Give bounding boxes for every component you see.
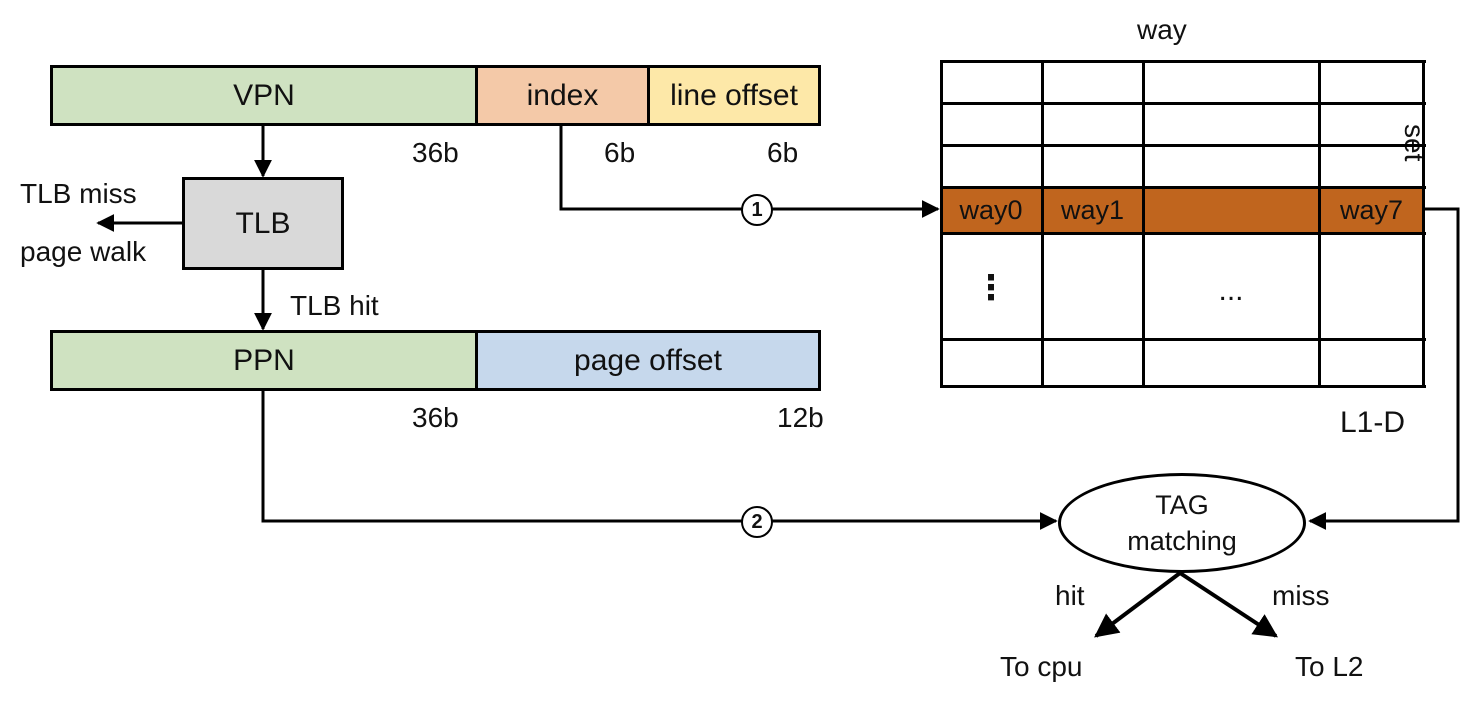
tlb-box: TLB	[182, 177, 344, 270]
ppn-field: PPN	[50, 330, 478, 391]
ppn-label: PPN	[233, 343, 295, 377]
vertical-ellipsis: ⋮	[974, 269, 1008, 307]
index-field: index	[475, 65, 650, 126]
selected-set-row	[940, 187, 1424, 233]
tag-line1: TAG	[1155, 490, 1209, 520]
page-walk-label: page walk	[20, 236, 147, 267]
hit-arrow	[1094, 571, 1182, 638]
index-to-cache-arrow	[559, 124, 940, 218]
to-l2-label: To L2	[1295, 651, 1364, 682]
line-offset-bits: 6b	[767, 137, 799, 168]
tag-matching-node: TAG matching	[1058, 473, 1306, 573]
line-offset-field: line offset	[647, 65, 821, 126]
vpn-label: VPN	[233, 78, 295, 112]
index-bits: 6b	[604, 137, 636, 168]
index-label: index	[526, 78, 599, 112]
miss-label: miss	[1272, 580, 1330, 611]
way0-cell: way0	[959, 194, 1023, 225]
line-offset-label: line offset	[670, 78, 798, 112]
step-2-marker: 2	[741, 506, 773, 538]
vpn-field: VPN	[50, 65, 478, 126]
cache-grid: way0 way1 way7 ⋮ ...	[940, 60, 1426, 388]
step-1-marker: 1	[741, 194, 773, 226]
way1-cell: way1	[1060, 194, 1125, 225]
horizontal-ellipsis: ...	[1218, 274, 1244, 307]
cache-name: L1-D	[1340, 406, 1406, 439]
tlb-miss-label: TLB miss	[20, 178, 137, 209]
tlb-label: TLB	[235, 206, 291, 240]
way-header: way	[1137, 14, 1187, 45]
cache-to-tag-arrow	[1308, 207, 1460, 530]
tlb-hit-label: TLB hit	[290, 290, 379, 321]
page-offset-bits: 12b	[777, 402, 824, 433]
hit-label: hit	[1055, 580, 1085, 611]
page-offset-field: page offset	[475, 330, 821, 391]
way7-cell: way7	[1339, 194, 1404, 225]
ppn-bits: 36b	[412, 402, 459, 433]
miss-arrow	[1178, 571, 1279, 638]
ppn-to-tag-arrow	[261, 389, 1058, 530]
tag-line2: matching	[1127, 526, 1237, 556]
vpn-bits: 36b	[412, 137, 459, 168]
to-cpu-label: To cpu	[1000, 651, 1083, 682]
page-offset-label: page offset	[574, 343, 722, 377]
